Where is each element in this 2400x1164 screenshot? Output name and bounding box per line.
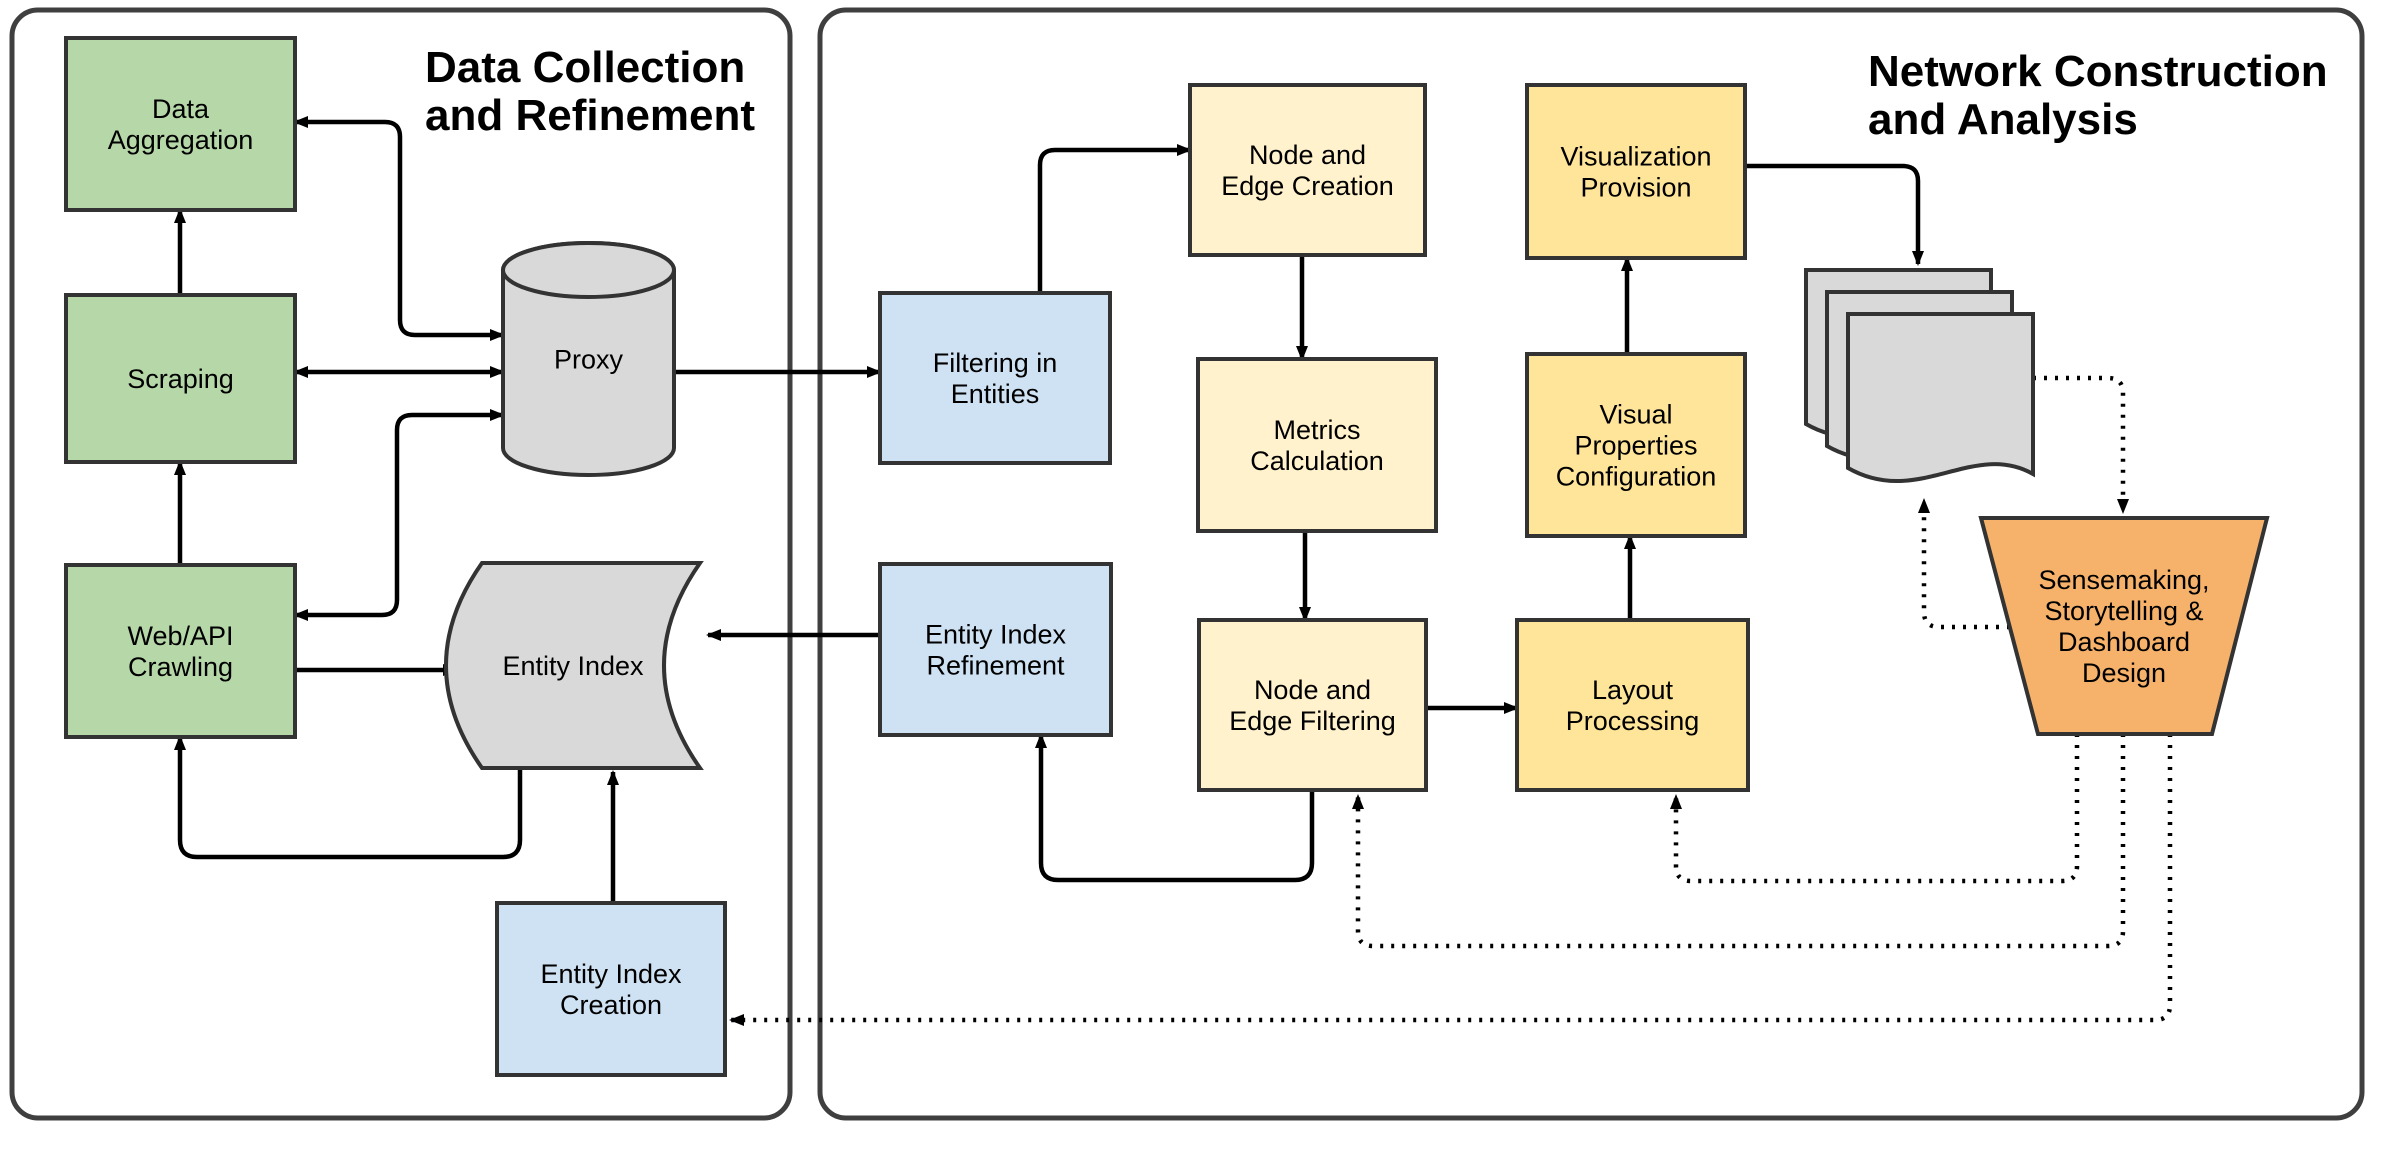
- node-sensemaking-label-line1: Sensemaking,: [2038, 565, 2209, 595]
- node-node-and-edge-creation-label-line1: Node and: [1249, 140, 1366, 170]
- proxy-cylinder-top: [501, 241, 676, 299]
- node-sensemaking: Sensemaking,Storytelling &DashboardDesig…: [1978, 516, 2270, 736]
- panel-data-collection: [9, 7, 793, 1121]
- node-sensemaking-label-line4: Design: [2082, 658, 2166, 688]
- filtering-in-entities-box: [878, 291, 1112, 465]
- entity-index-stored-data-shape: [444, 561, 704, 770]
- entity-index-refinement-box: [878, 562, 1113, 737]
- edge-provision-to-documents: [1745, 163, 1924, 266]
- node-filtering-in-entities-label-line2: Entities: [951, 379, 1040, 409]
- node-metrics-calculation-label-line2: Calculation: [1250, 446, 1384, 476]
- node-proxy: Proxy: [501, 241, 676, 477]
- documents-page-3-icon: [1846, 312, 2035, 484]
- node-web-api-crawling-label-line1: Web/API: [127, 621, 233, 651]
- node-data-aggregation-label-line1: Data: [152, 94, 210, 124]
- panel-title-data-collection-line2: and Refinement: [425, 91, 755, 140]
- metrics-calculation-box: [1196, 357, 1438, 533]
- sensemaking-trapezoid-shape: [1978, 516, 2270, 736]
- node-entity-index-creation-label-line1: Entity Index: [540, 959, 682, 989]
- panel-title-network-construction-line2: and Analysis: [1868, 95, 2138, 144]
- edge-sensemaking-to-layout: [1670, 734, 2080, 884]
- node-visual-properties-configuration-label-line1: Visual: [1599, 400, 1672, 430]
- node-node-and-edge-filtering-label-line1: Node and: [1254, 675, 1371, 705]
- panel-layer: [9, 7, 2365, 1121]
- node-sensemaking-label-line2: Storytelling &: [2044, 596, 2203, 626]
- node-node-and-edge-creation-label-line2: Edge Creation: [1221, 171, 1394, 201]
- data-aggregation-box: [64, 36, 297, 212]
- entity-index-creation-box: [495, 901, 727, 1077]
- node-entity-index-refinement-label-line1: Entity Index: [925, 620, 1067, 650]
- node-visual-properties-configuration-label-line3: Configuration: [1556, 462, 1717, 492]
- node-node-and-edge-filtering-label-line2: Edge Filtering: [1229, 706, 1396, 736]
- node-proxy-label-line1: Proxy: [554, 345, 624, 375]
- node-documents: [1804, 268, 2035, 484]
- node-entity-index: Entity Index: [444, 561, 704, 770]
- node-filtering-in-entities-label-line1: Filtering in: [933, 348, 1058, 378]
- visual-properties-configuration-box: [1525, 352, 1747, 538]
- node-metrics-calculation-label-line1: Metrics: [1274, 415, 1361, 445]
- edge-edge-filtering-to-refinement: [1035, 733, 1315, 883]
- node-visualization-provision-label-line2: Provision: [1580, 173, 1691, 203]
- edge-documents-to-sensemaking: [2033, 375, 2129, 514]
- panel-title-data-collection-line1: Data Collection: [425, 43, 745, 92]
- node-and-edge-filtering-box: [1197, 618, 1428, 792]
- node-entity-index-refinement-label-line2: Refinement: [926, 651, 1065, 681]
- node-web-api-crawling-label-line2: Crawling: [128, 652, 233, 682]
- edge-sensemaking-to-creation: [729, 734, 2173, 1026]
- node-data-aggregation-label-line2: Aggregation: [108, 125, 254, 155]
- node-and-edge-creation-box: [1188, 83, 1427, 257]
- scraping-box: [64, 293, 297, 464]
- node-visual-properties-configuration-label-line2: Properties: [1574, 431, 1697, 461]
- visualization-provision-box: [1525, 83, 1747, 260]
- edge-entity-index-to-crawling: [174, 735, 523, 860]
- edge-crawling-proxy: [293, 409, 505, 621]
- node-entity-index-creation-label-line2: Creation: [560, 990, 662, 1020]
- edge-filtering-to-creation: [1037, 144, 1192, 293]
- layout-processing-box: [1515, 618, 1750, 792]
- edge-layer: [174, 116, 2173, 1026]
- node-layout-processing-label-line1: Layout: [1592, 675, 1674, 705]
- node-layout-processing-label-line2: Processing: [1566, 706, 1700, 736]
- web-api-crawling-box: [64, 563, 297, 739]
- node-scraping: Scraping: [64, 293, 297, 464]
- node-sensemaking-label-line3: Dashboard: [2058, 627, 2190, 657]
- node-layer: DataAggregationScrapingWeb/APICrawlingPr…: [64, 36, 2270, 1077]
- node-entity-index-label-line1: Entity Index: [502, 651, 644, 681]
- edge-aggregation-proxy: [293, 116, 505, 341]
- node-visualization-provision-label-line1: Visualization: [1560, 142, 1711, 172]
- node-scraping-label-line1: Scraping: [127, 364, 234, 394]
- panel-network-construction: [817, 7, 2365, 1121]
- panel-title-network-construction-line1: Network Construction: [1868, 47, 2328, 96]
